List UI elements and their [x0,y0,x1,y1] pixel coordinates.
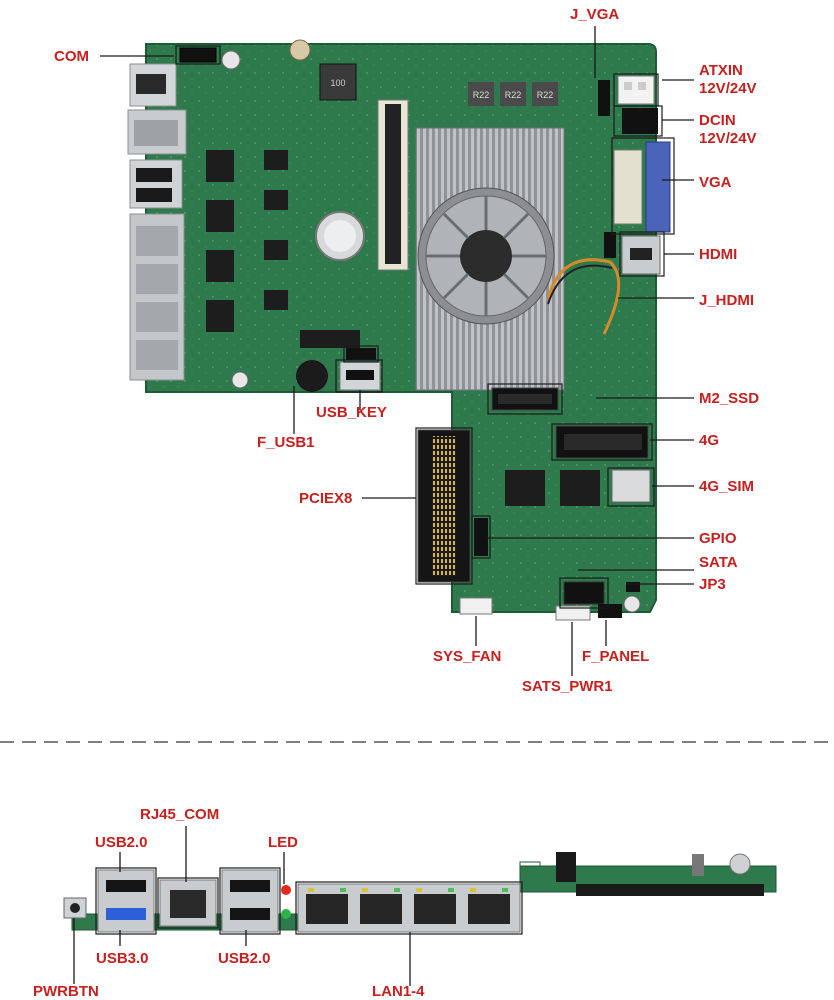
label-gpio: GPIO [699,530,737,547]
label-vga: VGA [699,174,732,191]
jp3-jumper [626,582,640,592]
com-header [179,47,217,63]
highlight-boxes-bottom [95,867,523,935]
rear-io-stack [127,63,187,381]
label-atxin-voltage: 12V/24V [699,80,757,97]
chip-field [206,150,600,506]
label-pciex8: PCIEX8 [299,490,353,507]
label-usb30: USB3.0 [96,950,149,967]
label-sats-pwr1: SATS_PWR1 [522,678,613,695]
gpio-header [474,518,488,556]
label-pwrbtn: PWRBTN [33,983,99,1000]
buzzer [296,360,328,392]
sata-power-connector [555,605,591,621]
inductor-mark: R22 [473,90,490,100]
vga-port [645,141,671,233]
label-led: LED [268,834,298,851]
label-j-vga: J_VGA [570,6,620,23]
inductor-mark: R22 [537,90,554,100]
label-usb-key: USB_KEY [316,404,387,421]
label-f-panel: F_PANEL [582,648,650,665]
label-dcin: DCIN [699,112,736,129]
label-m2-ssd: M2_SSD [699,390,760,407]
usb-stack-right [221,869,279,933]
label-hdmi: HDMI [699,246,738,263]
sim-slot [611,469,651,503]
label-j-hdmi: J_HDMI [699,292,755,309]
front-panel-header [598,604,622,618]
atx-power-connector [617,75,655,105]
f-usb1-header [346,348,376,360]
rear-io-side-view [63,852,777,933]
leader-lines-top [100,26,694,676]
label-4g-sim: 4G_SIM [699,478,755,495]
label-atxin: ATXIN [699,62,743,79]
sata-connector [563,581,605,605]
sys-fan-header [459,597,493,615]
usb-stack-left [97,869,155,933]
label-jp3: JP3 [699,576,726,593]
label-sata: SATA [699,554,738,571]
lan-ports [297,883,521,933]
leader-lines-bottom [73,826,411,986]
motherboard-top-view: 100 R22 R22 R22 [127,39,671,621]
led-green [281,909,291,919]
label-f-usb1: F_USB1 [257,434,315,451]
hdmi-header [604,232,616,258]
label-rj45-com: RJ45_COM [140,806,220,823]
label-sys-fan: SYS_FAN [433,648,502,665]
label-4g: 4G [699,432,720,449]
dc-jack [622,108,658,134]
inductor-mark: 100 [330,78,345,88]
inductor-mark: R22 [505,90,522,100]
vga-header [598,80,610,116]
led-red [281,885,291,895]
highlight-boxes-top [175,45,675,609]
label-com: COM [54,48,89,65]
label-lan1-4: LAN1-4 [372,983,425,1000]
label-usb20-left: USB2.0 [95,834,148,851]
label-dcin-voltage: 12V/24V [699,130,757,147]
label-usb20-right: USB2.0 [218,950,271,967]
